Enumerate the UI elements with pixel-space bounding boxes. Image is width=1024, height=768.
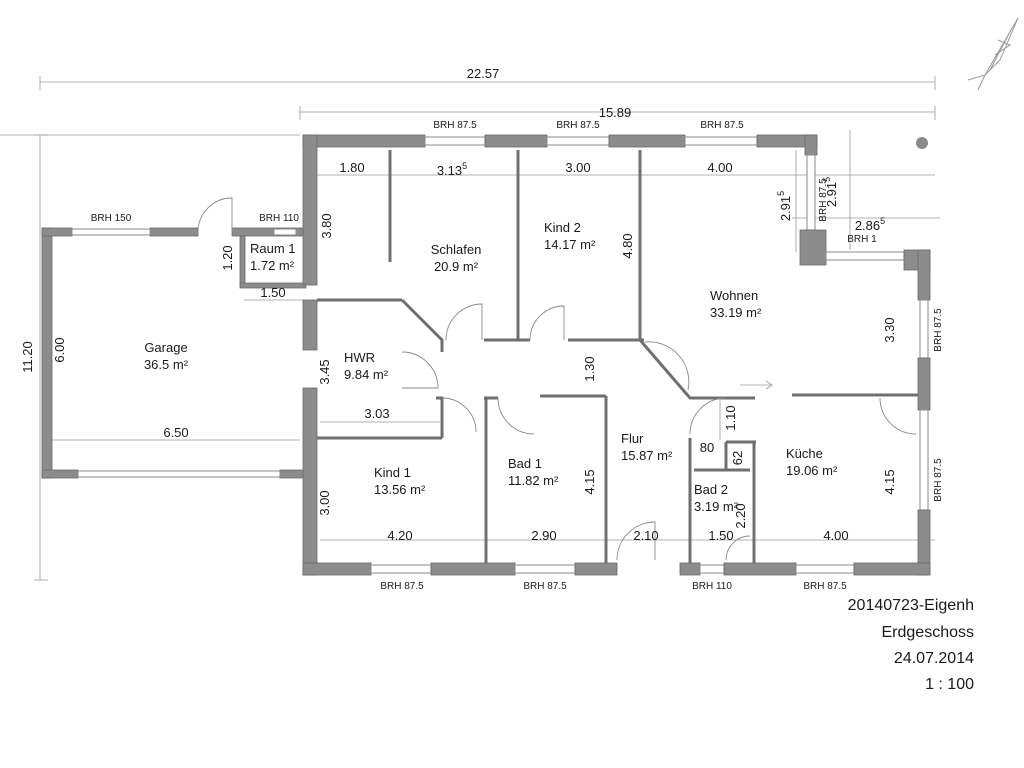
room-kind1-area: 13.56 m²	[374, 482, 426, 497]
room-bad2-name: Bad 2	[694, 482, 728, 497]
dim-small-80: 80	[700, 440, 714, 455]
dim-wohnen-w: 4.00	[707, 160, 732, 175]
dim-raum1-w: 1.50	[260, 285, 285, 300]
dim-overall-width: 22.57	[467, 66, 500, 81]
brh-kind1: BRH 87.5	[380, 581, 424, 592]
room-kuche-area: 19.06 m²	[786, 463, 838, 478]
house-walls	[302, 134, 931, 576]
dim-small-62: 62	[730, 451, 745, 465]
room-garage-area: 36.5 m²	[144, 357, 189, 372]
dim-kind2-w: 3.00	[565, 160, 590, 175]
dim-kuche-h1: 1.10	[723, 405, 738, 430]
dim-wohnen-w2b: 2.915	[822, 177, 839, 207]
room-labels: Garage 36.5 m² Raum 1 1.72 m² Schlafen 2…	[144, 220, 838, 514]
dim-schlafen-a: 1.80	[339, 160, 364, 175]
dim-wohnen-depth: 3.30	[882, 317, 897, 342]
room-wohnen-name: Wohnen	[710, 288, 758, 303]
room-flur-area: 15.87 m²	[621, 448, 673, 463]
dim-kuche-w: 4.00	[823, 528, 848, 543]
dim-flur-depth: 1.30	[582, 356, 597, 381]
brh-wohnen-top: BRH 87.5	[700, 120, 744, 131]
brh-wohnen-step: BRH 1	[847, 234, 877, 245]
room-kind2-area: 14.17 m²	[544, 237, 596, 252]
room-raum1-name: Raum 1	[250, 241, 296, 256]
dim-bad2-depth: 2.20	[733, 503, 748, 528]
plan-date: 24.07.2014	[894, 650, 974, 667]
brh-kuche: BRH 87.5	[803, 581, 847, 592]
brh-bad2: BRH 110	[692, 581, 732, 592]
room-wohnen-area: 33.19 m²	[710, 305, 762, 320]
dimension-lines	[0, 76, 940, 581]
window-labels: BRH 150 BRH 110 BRH 87.5 BRH 87.5 BRH 87…	[91, 120, 944, 592]
dim-hwr-depth: 3.45	[317, 359, 332, 384]
brh-garage: BRH 150	[91, 213, 132, 224]
dim-bad1-depth: 4.15	[582, 469, 597, 494]
garage-walls	[41, 197, 307, 479]
room-flur-name: Flur	[621, 431, 644, 446]
brh-wohnen-side: BRH 87.5	[818, 178, 829, 222]
brh-wohnen-right: BRH 87.5	[933, 308, 944, 352]
project-name: 20140723-Eigenh	[848, 597, 974, 614]
room-kuche-name: Küche	[786, 446, 823, 461]
brh-kuche-right: BRH 87.5	[933, 458, 944, 502]
dimension-labels: 22.57 15.89 11.20 6.00 6.50 1.20 1.50 1.…	[20, 66, 897, 543]
floor-name: Erdgeschoss	[882, 624, 975, 641]
dim-bad1-w: 2.90	[531, 528, 556, 543]
dim-kind2-depth: 4.80	[620, 233, 635, 258]
dim-bad2-w: 1.50	[708, 528, 733, 543]
room-bad1-area: 11.82 m²	[508, 473, 559, 488]
dim-house-width: 15.89	[599, 105, 632, 120]
dim-schlafen-depth: 3.80	[319, 213, 334, 238]
brh-bad1: BRH 87.5	[523, 581, 567, 592]
room-hwr-name: HWR	[344, 350, 375, 365]
room-bad2-area: 3.19 m²	[694, 499, 739, 514]
brh-schlafen: BRH 87.5	[433, 120, 477, 131]
dim-overall-depth: 11.20	[20, 341, 35, 373]
marker-dot	[916, 137, 928, 149]
dim-schlafen-b: 3.135	[437, 161, 467, 178]
dim-wohnen-w2: 2.915	[776, 191, 793, 221]
dim-flur-w: 2.10	[633, 528, 658, 543]
dim-raum1-h: 1.20	[220, 245, 235, 270]
room-raum1-area: 1.72 m²	[250, 258, 295, 273]
dim-kuche-depth: 4.15	[882, 469, 897, 494]
dim-kind1-depth: 3.00	[317, 490, 332, 515]
room-kind2-name: Kind 2	[544, 220, 581, 235]
dim-wohnen-w3: 2.865	[855, 216, 885, 233]
plan-scale: 1 : 100	[925, 676, 974, 693]
dim-hwr-w: 3.03	[364, 406, 389, 421]
interior-walls	[317, 150, 918, 563]
room-schlafen-name: Schlafen	[431, 242, 482, 257]
brh-raum1: BRH 110	[259, 213, 299, 224]
room-schlafen-area: 20.9 m²	[434, 259, 479, 274]
room-bad1-name: Bad 1	[508, 456, 542, 471]
doors	[401, 303, 917, 561]
room-kind1-name: Kind 1	[374, 465, 411, 480]
brh-kind2: BRH 87.5	[556, 120, 600, 131]
title-block: 20140723-Eigenh Erdgeschoss 24.07.2014 1…	[848, 597, 974, 693]
dim-garage-width: 6.50	[163, 425, 188, 440]
north-arrow-icon	[967, 17, 1019, 91]
dim-garage-depth: 6.00	[52, 337, 67, 362]
room-hwr-area: 9.84 m²	[344, 367, 389, 382]
dim-kind1-w: 4.20	[387, 528, 412, 543]
room-garage-name: Garage	[144, 340, 187, 355]
